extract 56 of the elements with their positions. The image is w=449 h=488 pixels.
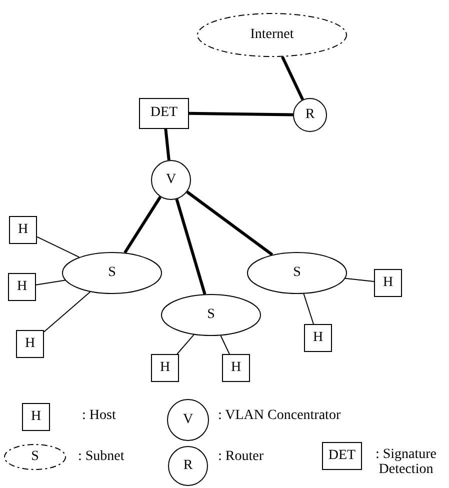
node-label: R [305,107,315,123]
node-label: H [24,336,36,352]
connector-line [186,190,274,256]
host-box [151,354,179,382]
connector-line [36,236,80,258]
connector-line [303,293,314,324]
node-label: S [207,307,215,323]
host-box [8,273,36,301]
subnet-ellipse [247,252,347,294]
node-label: H [230,360,242,376]
node-label: : Signature Detection [374,447,438,477]
host-box [16,330,44,358]
host-box [304,324,332,352]
host-box [9,216,37,244]
node-label: V [166,172,176,188]
node-label: : Host [82,408,116,424]
detector-box [322,442,362,470]
detector-box [139,98,189,128]
router-circle [293,98,327,132]
host-box [374,269,402,297]
connector-line [124,196,162,254]
router-circle [168,446,208,486]
node-label: H [18,222,28,238]
node-label: DET [328,448,356,464]
concentrator-circle [151,160,191,200]
connector-line [44,291,91,332]
node-label: H [382,275,394,291]
connector-line [175,198,206,295]
connector-line [36,280,66,286]
concentrator-circle [167,399,209,441]
node-label: H [312,330,324,346]
subnet-ellipse [62,252,162,294]
node-label: : VLAN Concentrator [218,408,341,424]
node-label: V [182,412,194,428]
connector-line [220,335,230,354]
node-label: Internet [250,27,294,43]
node-label: H [30,409,42,425]
connector-line [188,112,294,116]
node-label: S [293,265,301,281]
host-box [222,354,250,382]
host-box [22,403,50,431]
node-label: R [183,458,193,474]
node-label: : Router [218,449,264,465]
node-label: S [108,265,116,281]
connector-line [164,128,170,160]
cloud-ellipse [197,13,347,57]
node-label: H [16,279,28,295]
node-label: S [31,449,39,465]
node-label: H [160,360,170,376]
node-label: DET [150,105,178,121]
subnet-ellipse [4,444,66,470]
node-label: : Subnet [78,449,124,465]
connector-line [176,334,194,354]
connector-line [281,56,304,100]
connector-line [344,278,374,282]
subnet-ellipse [161,294,261,336]
